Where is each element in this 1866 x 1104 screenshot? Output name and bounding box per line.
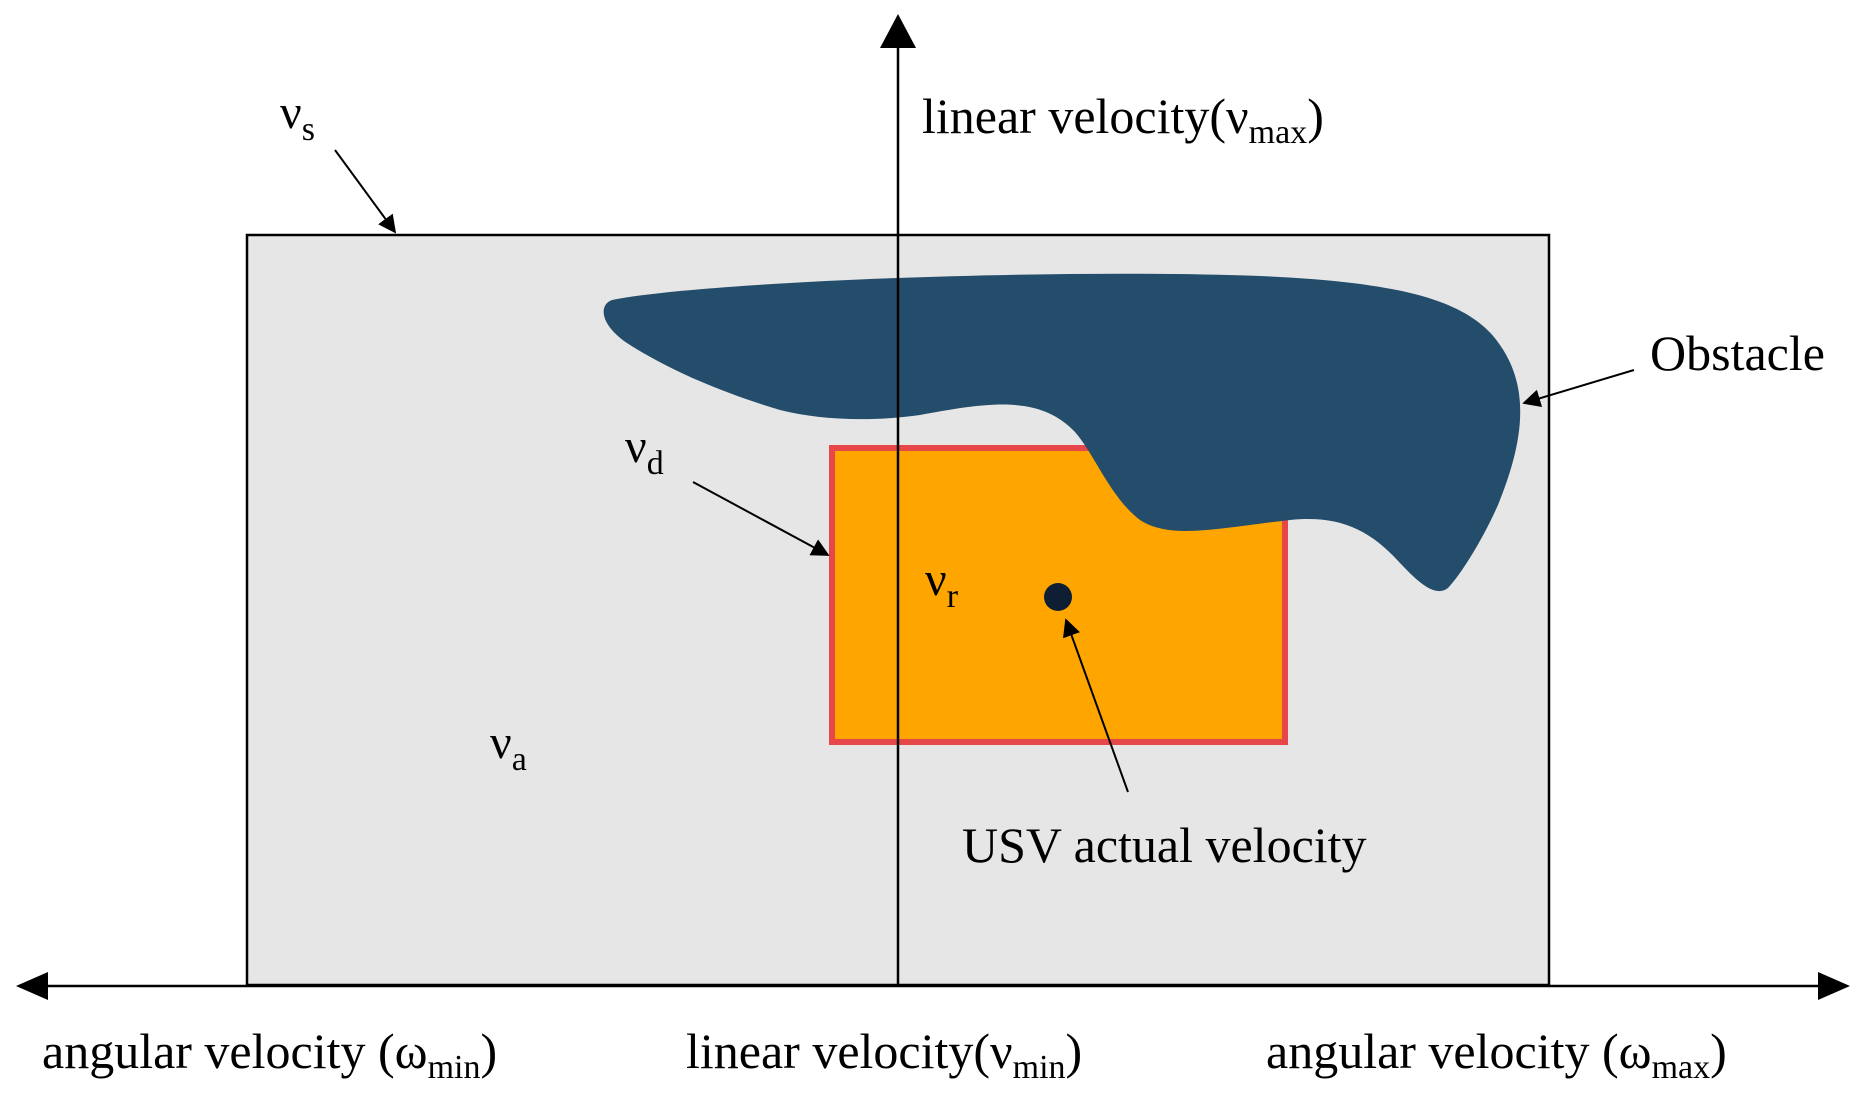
va-label: νa (490, 716, 527, 778)
obstacle-label: Obstacle (1650, 325, 1825, 381)
angular-velocity-min-label: angular velocity (ωmin) (42, 1023, 497, 1086)
vr-label: νr (925, 553, 959, 615)
linear-velocity-min-label: linear velocity(νmin) (686, 1023, 1082, 1086)
obstacle-shape (603, 273, 1521, 592)
usv-actual-velocity-label: USV actual velocity (962, 817, 1367, 873)
usv-velocity-point (1044, 583, 1072, 611)
vd-label: νd (625, 420, 664, 482)
vertical-axis-arrowhead (880, 14, 916, 48)
angular-velocity-max-label: angular velocity (ωmax) (1266, 1023, 1727, 1086)
vs-label: νs (280, 86, 315, 148)
vd-pointer-arrow (692, 481, 830, 556)
obstacle-pointer-arrow (1522, 369, 1635, 407)
linear-velocity-max-label: linear velocity(νmax) (922, 88, 1324, 151)
horizontal-axis-right-arrowhead (1818, 972, 1850, 1000)
vs-pointer-arrow (334, 149, 397, 234)
usv-pointer-arrow (1063, 618, 1129, 793)
horizontal-axis-left-arrowhead (16, 972, 48, 1000)
